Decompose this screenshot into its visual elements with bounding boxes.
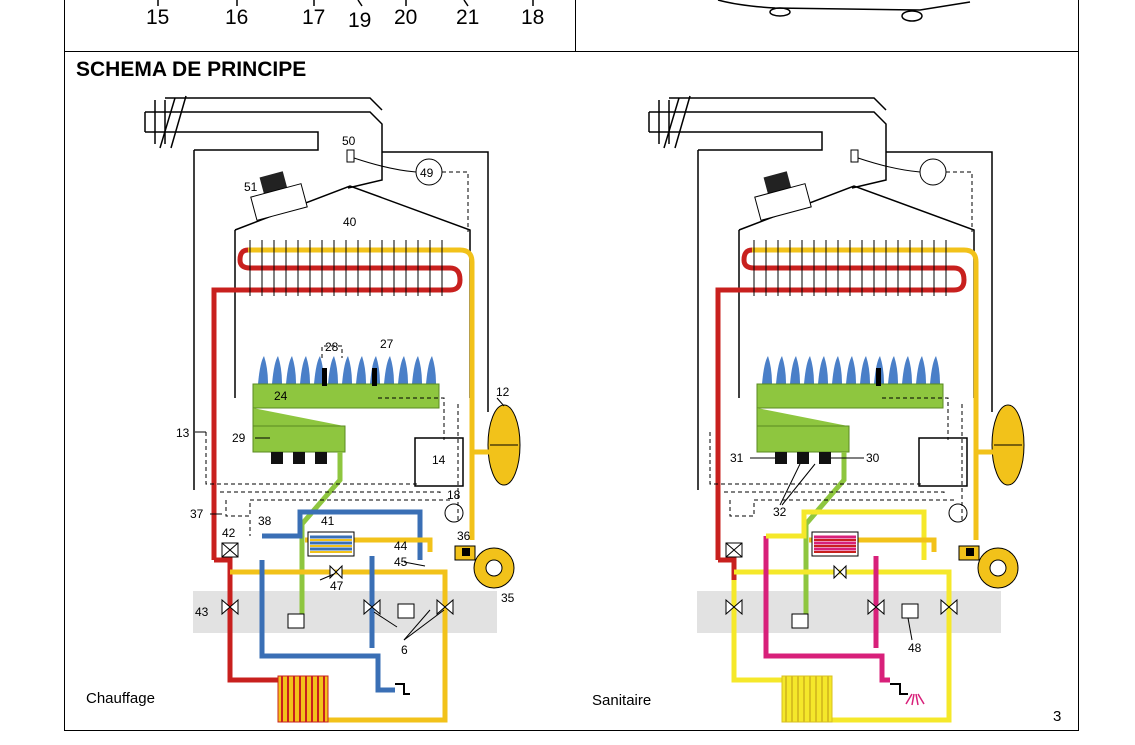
- heat-exchanger: [211, 240, 475, 560]
- label-41: 41: [321, 514, 335, 528]
- label-48: 48: [908, 641, 922, 655]
- right-labels: 31 30 32 48: [730, 451, 922, 655]
- burner: [756, 356, 944, 464]
- label-18: 18: [447, 488, 461, 502]
- top-label: 17: [302, 6, 326, 29]
- radiator: [277, 675, 329, 723]
- top-label: 18: [521, 6, 545, 29]
- pressure-gauge: [948, 503, 968, 523]
- label-12: 12: [496, 385, 510, 399]
- top-label: 19: [348, 9, 372, 32]
- flue-pipes: [648, 95, 887, 189]
- radiator: [781, 675, 833, 723]
- control-box: [918, 437, 968, 487]
- plate-exchanger: [307, 531, 355, 557]
- left-labels: 50 49 51 40 28 27 24 12 13 29 14 18 36 3…: [176, 134, 515, 657]
- caption-sanitary: Sanitaire: [592, 692, 652, 709]
- section-title: SCHEMA DE PRINCIPE: [76, 58, 307, 81]
- label-50: 50: [342, 134, 356, 148]
- top-strip-graphics: [157, 0, 971, 22]
- label-43: 43: [195, 605, 209, 619]
- label-32: 32: [773, 505, 787, 519]
- label-13: 13: [176, 426, 190, 440]
- label-47: 47: [330, 579, 344, 593]
- burner: [252, 356, 440, 464]
- top-label: 15: [146, 6, 170, 29]
- pipework: [718, 400, 994, 723]
- fan-unit: [754, 171, 812, 221]
- label-24: 24: [274, 389, 288, 403]
- flue-pipes: [144, 95, 383, 189]
- top-label: 16: [225, 6, 249, 29]
- fan-unit: [250, 171, 308, 221]
- plate-exchanger: [811, 531, 859, 557]
- label-36: 36: [457, 529, 471, 543]
- valves: [221, 542, 454, 629]
- flue-sensor: [346, 149, 355, 163]
- wiring: [709, 171, 973, 520]
- pressure-gauge: [444, 503, 464, 523]
- label-40: 40: [343, 215, 357, 229]
- label-27: 27: [380, 337, 394, 351]
- label-29: 29: [232, 431, 246, 445]
- top-label: 20: [394, 6, 418, 29]
- label-35: 35: [501, 591, 515, 605]
- label-49: 49: [420, 166, 434, 180]
- page-number: 3: [1053, 708, 1062, 725]
- heat-exchanger: [715, 240, 979, 560]
- boiler-casing: [193, 150, 489, 490]
- label-31: 31: [730, 451, 744, 465]
- label-6: 6: [401, 643, 408, 657]
- boiler-casing: [697, 150, 993, 490]
- label-14: 14: [432, 453, 446, 467]
- leader-lines: [195, 397, 505, 641]
- right-boiler-diagram: [648, 95, 1025, 723]
- control-box: [414, 437, 464, 487]
- label-44: 44: [394, 539, 408, 553]
- label-45: 45: [394, 555, 408, 569]
- label-51: 51: [244, 180, 258, 194]
- valves: [725, 542, 958, 629]
- label-30: 30: [866, 451, 880, 465]
- top-label: 21: [456, 6, 480, 29]
- left-boiler-diagram: [144, 95, 521, 723]
- schema-panel: [64, 51, 1079, 731]
- caption-heating: Chauffage: [86, 690, 155, 707]
- label-28: 28: [325, 340, 339, 354]
- label-42: 42: [222, 526, 236, 540]
- wiring: [205, 171, 469, 536]
- label-37: 37: [190, 507, 204, 521]
- label-38: 38: [258, 514, 272, 528]
- pressure-switch: [919, 158, 947, 186]
